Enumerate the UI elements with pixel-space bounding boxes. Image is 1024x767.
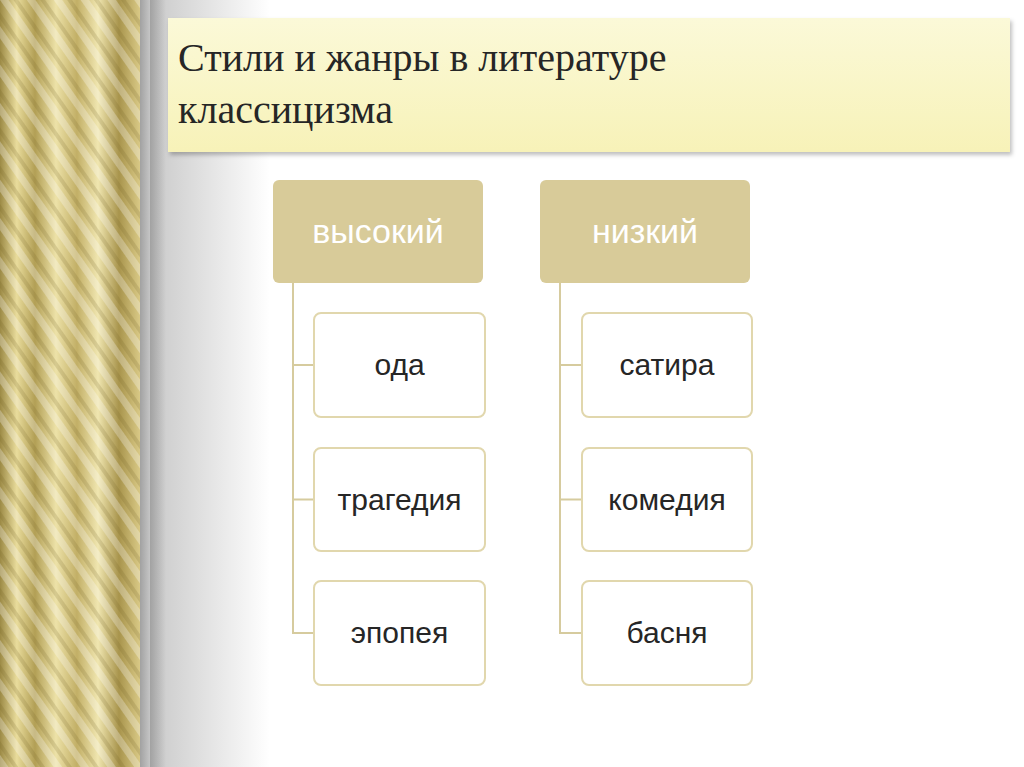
style-label: низкий <box>592 212 698 251</box>
title-banner: Стили и жанры в литературе классицизма <box>168 18 1010 152</box>
genre-box: сатира <box>581 312 753 418</box>
slide-title: Стили и жанры в литературе классицизма <box>178 32 818 136</box>
genre-box: комедия <box>581 447 753 552</box>
genre-label: сатира <box>620 348 715 382</box>
column-shadow <box>140 0 166 767</box>
tree-connector <box>560 283 581 365</box>
style-box: низкий <box>540 180 750 283</box>
genre-box: эпопея <box>313 580 486 686</box>
tree-connector <box>293 283 313 500</box>
genre-label: комедия <box>608 483 725 517</box>
column-stripes <box>0 0 140 767</box>
genre-box: басня <box>581 580 753 686</box>
tree-connector <box>560 283 581 500</box>
style-box: высокий <box>273 180 483 283</box>
style-label: высокий <box>312 212 444 251</box>
gold-column <box>0 0 140 767</box>
genre-label: эпопея <box>351 616 448 650</box>
tree-connector <box>560 283 581 633</box>
genre-label: трагедия <box>338 483 462 517</box>
tree-connector <box>293 283 313 365</box>
genre-box: трагедия <box>313 447 486 552</box>
genre-label: ода <box>374 348 424 382</box>
tree-connector <box>293 283 313 633</box>
genre-box: ода <box>313 312 486 418</box>
genre-label: басня <box>627 616 708 650</box>
